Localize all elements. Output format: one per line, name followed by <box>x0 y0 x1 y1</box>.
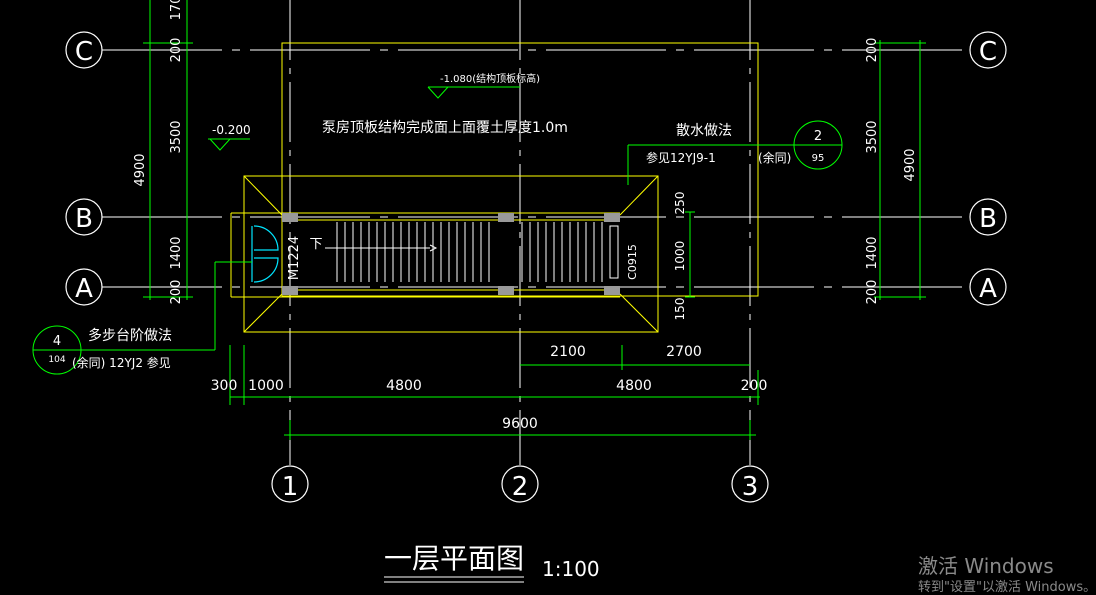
title-underline <box>384 576 524 583</box>
detail-mark-2-top: 4 <box>53 334 61 349</box>
axis-label-1: 1 <box>282 472 299 502</box>
elevation-ground-label: -0.200 <box>212 123 251 137</box>
dim-left-170: 170 <box>169 0 184 20</box>
axis-label-A-right: A <box>979 274 997 304</box>
apron-title: 散水做法 <box>676 123 732 139</box>
dim-left-200-bottom: 200 <box>169 280 184 305</box>
axis-bubble-A-left: A <box>65 268 103 306</box>
detail-mark-1-bottom: 95 <box>812 153 825 164</box>
soil-note: 泵房顶板结构完成面上面覆土厚度1.0m <box>322 120 568 136</box>
axis-label-B-right: B <box>979 204 997 234</box>
dim-right-4900: 4900 <box>903 148 918 181</box>
dimension-lines <box>32 0 926 440</box>
axis-label-2: 2 <box>512 472 529 502</box>
pump-room-outline <box>230 42 759 333</box>
dim-300: 300 <box>211 378 238 394</box>
dim-left-4900: 4900 <box>133 153 148 186</box>
dim-right-3500: 3500 <box>865 120 880 153</box>
dim-4800-right: 4800 <box>616 378 652 394</box>
axis-label-C-right: C <box>979 37 997 67</box>
dim-2100: 2100 <box>550 344 586 360</box>
axis-lines-horizontal <box>102 49 970 288</box>
apron-ref: 参见12YJ9-1 <box>646 150 716 165</box>
dim-200: 200 <box>741 378 768 394</box>
axis-bubble-A-right: A <box>969 268 1007 306</box>
stair-treads <box>325 222 619 282</box>
axis-label-3: 3 <box>742 472 759 502</box>
dim-left-200-top: 200 <box>169 38 184 63</box>
dim-inner-1000: 1000 <box>673 241 687 272</box>
dim-right-1400: 1400 <box>865 236 880 269</box>
dim-9600: 9600 <box>502 416 538 432</box>
drawing-scale: 1:100 <box>542 557 600 581</box>
axis-bubble-3: 3 <box>731 465 769 503</box>
structural-columns <box>282 213 620 295</box>
axis-bubble-C-right: C <box>969 31 1007 69</box>
axis-bubble-1: 1 <box>271 465 309 503</box>
step-ref: (余同) 12YJ2 参见 <box>72 355 171 370</box>
elevation-roof-label: -1.080(结构顶板标高) <box>440 72 540 85</box>
detail-mark-2-bottom: 104 <box>48 355 65 365</box>
axis-lines-vertical <box>289 0 751 465</box>
dim-right-200-bottom: 200 <box>865 280 880 305</box>
dim-right-200-top: 200 <box>865 38 880 63</box>
dim-2700: 2700 <box>666 344 702 360</box>
dim-inner-250: 250 <box>673 192 687 215</box>
elevation-marker-ground <box>208 138 250 151</box>
drawing-title: 一层平面图 <box>384 542 524 575</box>
dim-inner-150: 150 <box>673 298 687 321</box>
detail-mark-1-top: 2 <box>814 129 822 144</box>
axis-bubble-C-left: C <box>65 31 103 69</box>
axis-bubble-B-right: B <box>969 198 1007 236</box>
axis-bubble-2: 2 <box>501 465 539 503</box>
axis-label-B-left: B <box>75 204 93 234</box>
dim-4800-left: 4800 <box>386 378 422 394</box>
window-label: C0915 <box>626 244 639 280</box>
step-title: 多步台阶做法 <box>88 327 172 344</box>
apron-note: (余同) <box>758 150 791 165</box>
elevation-marker-roof <box>427 86 520 99</box>
watermark-line1: 激活 Windows <box>918 554 1054 578</box>
dim-left-3500: 3500 <box>169 120 184 153</box>
stair-down-label: 下 <box>309 237 322 252</box>
axis-bubble-B-left: B <box>65 198 103 236</box>
door-label: M1224 <box>287 236 302 280</box>
dim-1000: 1000 <box>248 378 284 394</box>
dim-left-1400: 1400 <box>169 236 184 269</box>
axis-label-C-left: C <box>75 37 93 67</box>
axis-label-A-left: A <box>75 274 93 304</box>
door-swing <box>251 225 279 283</box>
watermark-line2: 转到"设置"以激活 Windows。 <box>918 580 1096 595</box>
